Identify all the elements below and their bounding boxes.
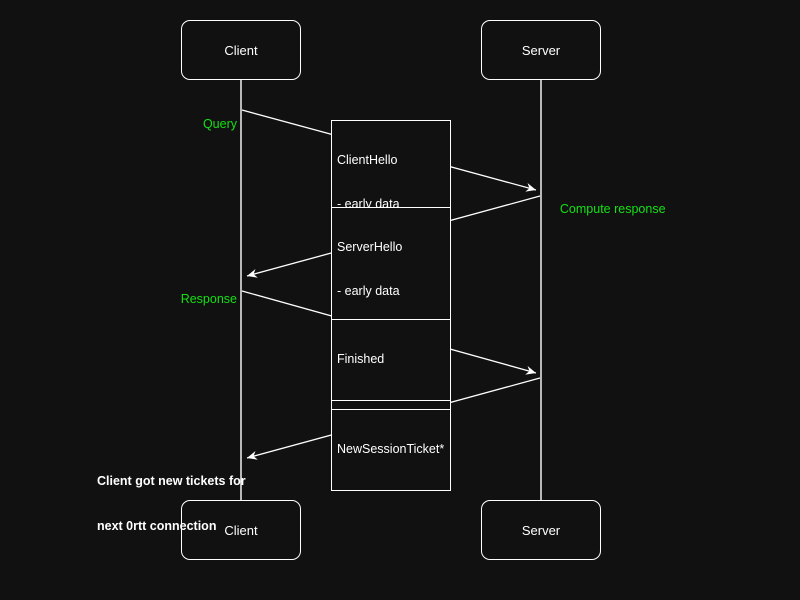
note-text: Compute response bbox=[559, 202, 666, 216]
participant-label: Server bbox=[521, 42, 561, 58]
participant-box-client-top[interactable]: Client bbox=[181, 20, 301, 80]
participant-label: Server bbox=[521, 522, 561, 538]
note-new-tickets: Client got new tickets for next 0rtt con… bbox=[97, 444, 247, 564]
note-text-line-2: next 0rtt connection bbox=[97, 519, 217, 533]
note-text-line-1: Client got new tickets for bbox=[97, 474, 246, 488]
note-query: Query bbox=[97, 102, 237, 147]
note-compute-response: Compute response bbox=[546, 187, 666, 232]
message-line: ServerHello bbox=[337, 240, 403, 254]
message-box-new-session-ticket[interactable]: NewSessionTicket* bbox=[331, 409, 451, 491]
note-text: Query bbox=[202, 117, 237, 131]
note-text: Response bbox=[180, 292, 237, 306]
note-response: Response bbox=[97, 277, 237, 322]
message-line: - early data bbox=[337, 283, 400, 298]
participant-label: Client bbox=[224, 42, 258, 58]
message-line: Finished bbox=[337, 352, 385, 366]
message-box-finished[interactable]: Finished bbox=[331, 319, 451, 401]
participant-box-server-bottom[interactable]: Server bbox=[481, 500, 601, 560]
participant-box-server-top[interactable]: Server bbox=[481, 20, 601, 80]
participant-label: Client bbox=[224, 522, 258, 538]
message-line: NewSessionTicket* bbox=[337, 442, 445, 456]
message-line: ClientHello bbox=[337, 153, 398, 167]
participant-box-client-bottom[interactable]: Client bbox=[181, 500, 301, 560]
